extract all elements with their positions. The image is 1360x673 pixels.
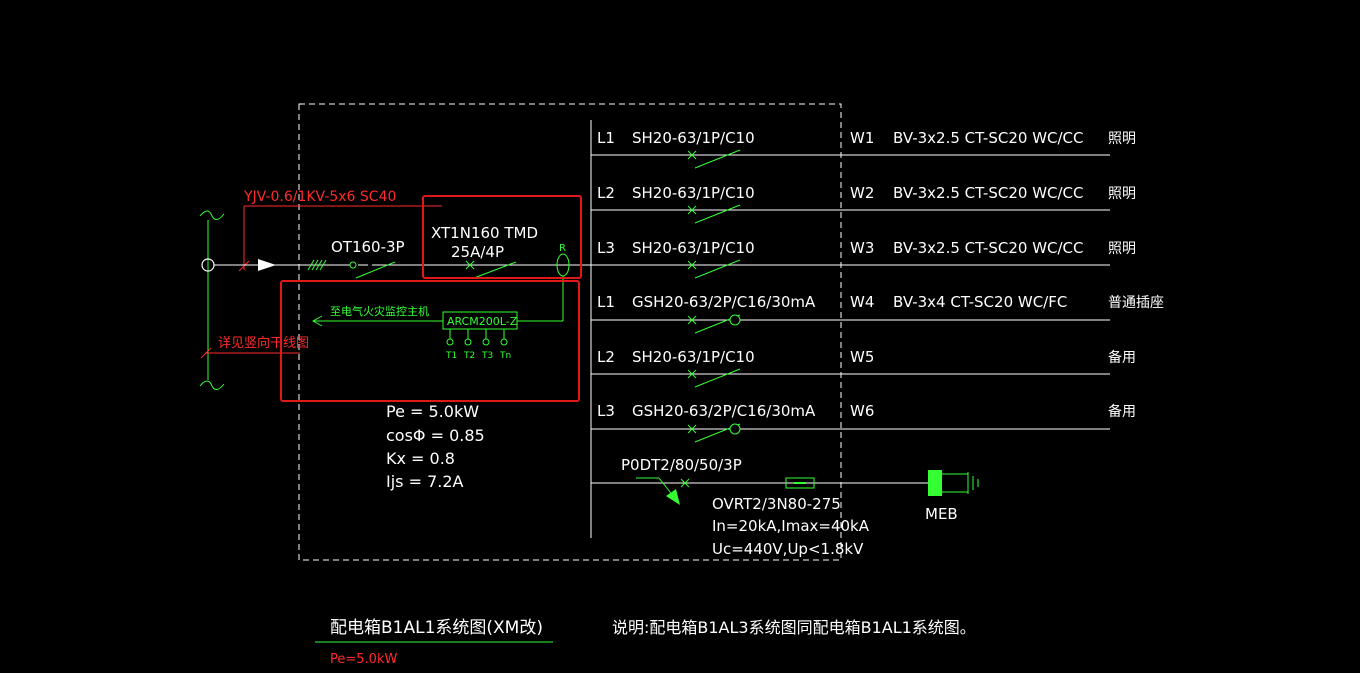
circuit-phase: L1 <box>597 129 615 147</box>
cabinet-boundary <box>298 103 842 561</box>
monitor-highlight-box <box>280 280 580 402</box>
terminal-tn: Tn <box>499 351 511 361</box>
circuit-phase: L1 <box>597 293 615 311</box>
meb-bar <box>928 470 942 496</box>
circuit-id: W1 <box>850 129 874 147</box>
circuit-breaker: GSH20-63/2P/C16/30mA <box>632 293 816 311</box>
circuit-id: W5 <box>850 348 874 366</box>
circuit-use: 备用 <box>1108 403 1136 420</box>
circuit-row: L3 SH20-63/1P/C10 W3 BV-3x2.5 CT-SC20 WC… <box>591 239 1136 279</box>
switch-label: OT160-3P <box>331 238 405 256</box>
riser-note-leader <box>200 347 300 359</box>
monitor-device: ARCM200L-Z <box>447 315 518 328</box>
circuit-breaker: SH20-63/1P/C10 <box>632 239 755 257</box>
circuit-breaker: GSH20-63/2P/C16/30mA <box>632 402 816 420</box>
riser-note: 详见竖向干线图 <box>218 335 309 351</box>
param-ijs: Ijs = 7.2A <box>386 472 464 491</box>
feeder-arrow <box>258 259 276 271</box>
monitor-device-box <box>442 311 518 330</box>
circuit-cable: BV-3x2.5 CT-SC20 WC/CC <box>893 239 1084 257</box>
rcm-symbol: R <box>559 243 566 254</box>
circuit-phase: L3 <box>597 402 615 420</box>
circuit-id: W2 <box>850 184 874 202</box>
circuit-use: 普通插座 <box>1108 295 1164 311</box>
param-cos: cosΦ = 0.85 <box>386 426 485 445</box>
circuit-id: W4 <box>850 293 874 311</box>
terminal-t1: T1 <box>445 351 457 361</box>
drawing-note: 说明:配电箱B1AL3系统图同配电箱B1AL1系统图。 <box>612 618 976 637</box>
circuit-phase: L3 <box>597 239 615 257</box>
circuit-phase: L2 <box>597 184 615 202</box>
incoming-cable-label: YJV-0.6/1KV-5x6 SC40 <box>243 189 396 205</box>
switch-contact <box>349 261 357 269</box>
breaker-symbol <box>687 368 741 388</box>
circuit-id: W6 <box>850 402 874 420</box>
circuit-phase: L2 <box>597 348 615 366</box>
monitor-label: 至电气火灾监控主机 <box>330 304 429 318</box>
monitor-wiring <box>311 315 563 327</box>
breaker-symbol <box>687 204 741 224</box>
circuit-row: L3 GSH20-63/2P/C16/30mA W6 备用 <box>591 402 1136 443</box>
circuit-use: 备用 <box>1108 349 1136 366</box>
spd-arrow <box>666 489 680 505</box>
circuit-row: L2 SH20-63/1P/C10 W5 备用 <box>591 348 1136 388</box>
breaker-highlight-box <box>422 195 582 279</box>
cable-leader <box>238 205 442 272</box>
circuit-cable: BV-3x2.5 CT-SC20 WC/CC <box>893 129 1084 147</box>
spd-device-label: OVRT2/3N80-275 <box>712 495 841 513</box>
main-breaker-model: XT1N160 TMD <box>431 224 538 242</box>
circuit-cable: BV-3x2.5 CT-SC20 WC/CC <box>893 184 1084 202</box>
spd-device <box>785 477 815 489</box>
circuit-breaker: SH20-63/1P/C10 <box>632 184 755 202</box>
terminal-t2: T2 <box>463 351 475 361</box>
monitor-terminals <box>446 329 508 346</box>
rcbo-symbol <box>687 314 741 334</box>
spd-breaker: P0DT2/80/50/3P <box>621 456 742 474</box>
circuit-cable: BV-3x4 CT-SC20 WC/FC <box>893 293 1067 311</box>
earth-icon <box>942 472 979 494</box>
param-pe: Pe = 5.0kW <box>386 402 479 421</box>
breaker-symbol <box>687 259 741 279</box>
circuit-use: 照明 <box>1108 131 1136 147</box>
param-kx: Kx = 0.8 <box>386 449 455 468</box>
circuit-row: L1 GSH20-63/2P/C16/30mA W4 BV-3x4 CT-SC2… <box>591 293 1164 334</box>
breaker-symbol <box>687 149 741 169</box>
circuit-use: 照明 <box>1108 241 1136 257</box>
meb-label: MEB <box>925 505 958 523</box>
circuit-breaker: SH20-63/1P/C10 <box>632 129 755 147</box>
feeder-ticks <box>307 259 327 271</box>
switch-blade <box>355 261 396 279</box>
terminal-t3: T3 <box>481 351 493 361</box>
spd-rating-2: Uc=440V,Up<1.8kV <box>712 540 864 558</box>
main-breaker-symbol <box>465 260 517 279</box>
circuit-row: L1 SH20-63/1P/C10 W1 BV-3x2.5 CT-SC20 WC… <box>591 129 1136 169</box>
circuit-breaker: SH20-63/1P/C10 <box>632 348 755 366</box>
drawing-title: 配电箱B1AL1系统图(XM改) <box>330 618 543 638</box>
circuit-row: L2 SH20-63/1P/C10 W2 BV-3x2.5 CT-SC20 WC… <box>591 184 1136 224</box>
circuit-use: 照明 <box>1108 186 1136 202</box>
main-breaker-rating: 25A/4P <box>451 243 504 261</box>
circuit-id: W3 <box>850 239 874 257</box>
drawing-subtitle: Pe=5.0kW <box>330 652 397 667</box>
spd-rating-1: In=20kA,Imax=40kA <box>712 517 870 535</box>
rcbo-symbol <box>687 423 741 443</box>
